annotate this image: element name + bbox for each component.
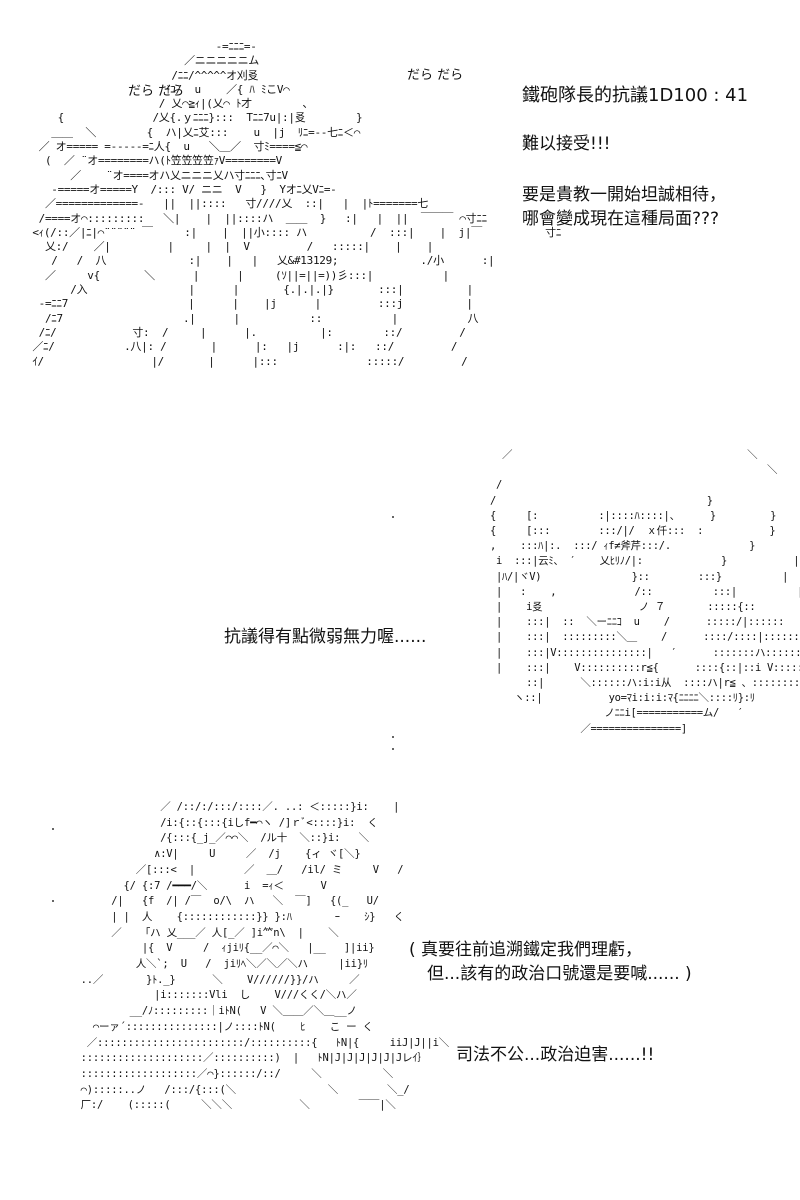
speck <box>392 516 394 518</box>
speck <box>52 900 54 902</box>
dialogue-aside-2: 但...該有的政治口號還是要喊...... ) <box>427 964 692 984</box>
dialogue-unacceptable: 難以接受!!! <box>522 134 611 154</box>
ascii-art-smiling-figure: ／ /::/:/:::/::::／. ..: ＜:::::}i: | /i:{:… <box>80 801 450 1112</box>
dialogue-honesty: 要是貴教一開始坦誠相待， <box>522 185 726 205</box>
ascii-art-hooded-figure: ／ ＼ ＼ / / } { [: :|::::ﾊ::::|、 } } | { [… <box>490 449 800 735</box>
dialogue-slogan: 司法不公...政治迫害......!! <box>456 1045 655 1065</box>
dialogue-situation: 哪會變成現在這種局面??? <box>522 209 720 229</box>
speck <box>392 748 394 750</box>
sound-effect-left: だら だら <box>128 84 185 99</box>
speck <box>52 828 54 830</box>
speck <box>392 736 394 738</box>
sound-effect-right: だら だら <box>407 68 464 83</box>
dialogue-aside-1: ( 真要往前追溯鐵定我們理虧， <box>409 940 643 960</box>
dialogue-weak-protest: 抗議得有點微弱無力喔...... <box>224 627 427 647</box>
ascii-art-armored-figure: -=ﾆﾆﾆ=- ／ニニニニニム /ﾆﾆ/^^^^^オ刈㕛 ｲﾆ/ u ／{ ﾊ … <box>32 40 562 368</box>
dialogue-dice-result: 鐵砲隊長的抗議1D100 : 41 <box>522 85 749 106</box>
